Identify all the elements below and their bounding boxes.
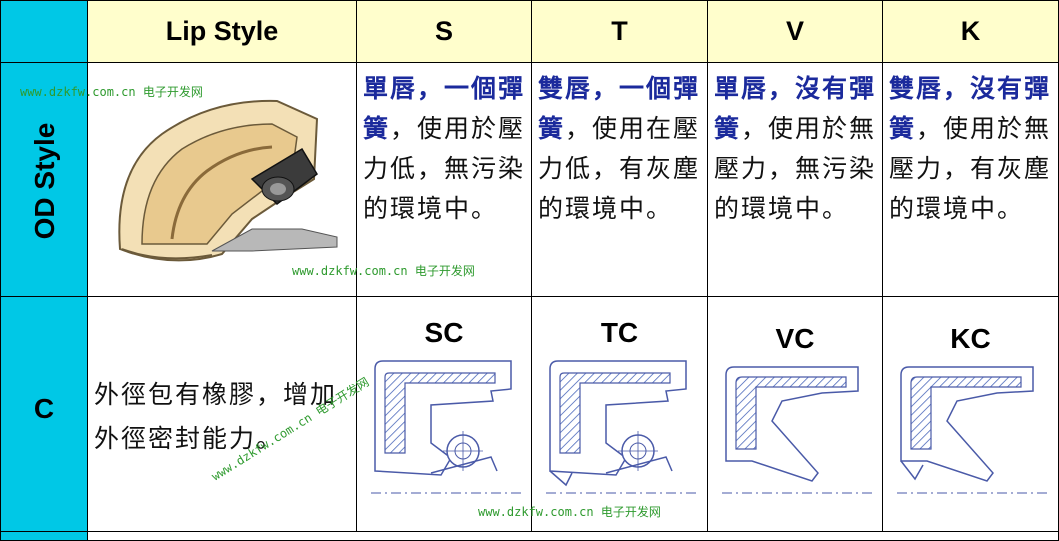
header-col-k: K: [882, 0, 1059, 63]
diagram-label-tc: TC: [600, 317, 639, 348]
desc-v-text: ，使用於無壓力，無污染的環境中。: [714, 114, 877, 223]
desc-cell-k: 雙唇，沒有彈簧，使用於無壓力，有灰塵的環境中。: [882, 62, 1059, 297]
seal-section-kc: [897, 366, 1047, 494]
bottom-row-cyan-cell: [0, 531, 88, 541]
header-col-v: V: [707, 0, 883, 63]
bottom-row-cell: [87, 531, 1059, 541]
desc-s-text: ，使用於壓力低，無污染的環境中。: [363, 114, 526, 223]
row-label-c: C: [33, 393, 55, 424]
diagram-label-sc: SC: [424, 317, 464, 348]
watermark-1: www.dzkfw.com.cn 电子开发网: [20, 85, 203, 99]
header-col-t: T: [531, 0, 708, 63]
seal-cutaway-illustration: [118, 99, 338, 262]
c-desc-cell: 外徑包有橡膠，增加外徑密封能力。: [87, 296, 357, 532]
desc-cell-v: 單唇，沒有彈簧，使用於無壓力，無污染的環境中。: [707, 62, 883, 297]
desc-t-text: ，使用在壓力低，有灰塵的環境中。: [538, 114, 701, 223]
watermark-2: www.dzkfw.com.cn 电子开发网: [292, 264, 475, 278]
header-corner-cell: [0, 0, 88, 63]
diagram-cell-vc: VC: [707, 296, 883, 532]
diagram-cell-tc: TC: [531, 296, 708, 532]
row-label-c-cell: C: [0, 296, 88, 532]
header-lip-style: Lip Style: [87, 0, 357, 63]
seal-section-vc: [722, 366, 872, 494]
watermark-4: www.dzkfw.com.cn 电子开发网: [478, 505, 661, 519]
od-style-illustration-cell: [87, 62, 357, 297]
desc-v-highlight: 單唇，沒有彈簧: [714, 74, 877, 143]
diagram-cell-sc: SC: [356, 296, 532, 532]
desc-s-highlight: 單唇，一個彈簧: [363, 74, 526, 143]
desc-t-highlight: 雙唇，一個彈簧: [538, 74, 701, 143]
desc-k-text: ，使用於無壓力，有灰塵的環境中。: [889, 114, 1052, 223]
desc-k-highlight: 雙唇，沒有彈簧: [889, 74, 1052, 143]
desc-cell-s: 單唇，一個彈簧，使用於壓力低，無污染的環境中。: [356, 62, 532, 297]
header-col-s: S: [356, 0, 532, 63]
desc-cell-t: 雙唇，一個彈簧，使用在壓力低，有灰塵的環境中。: [531, 62, 708, 297]
seal-section-tc: [546, 360, 696, 494]
diagram-label-vc: VC: [775, 323, 815, 354]
diagram-cell-kc: KC: [882, 296, 1059, 532]
seal-section-sc: [371, 360, 521, 494]
c-desc-text: 外徑包有橡膠，增加外徑密封能力。: [94, 380, 338, 453]
diagram-label-kc: KC: [950, 323, 991, 354]
row-label-od-cell: OD Style: [0, 62, 88, 297]
row-label-od: OD Style: [29, 122, 60, 240]
